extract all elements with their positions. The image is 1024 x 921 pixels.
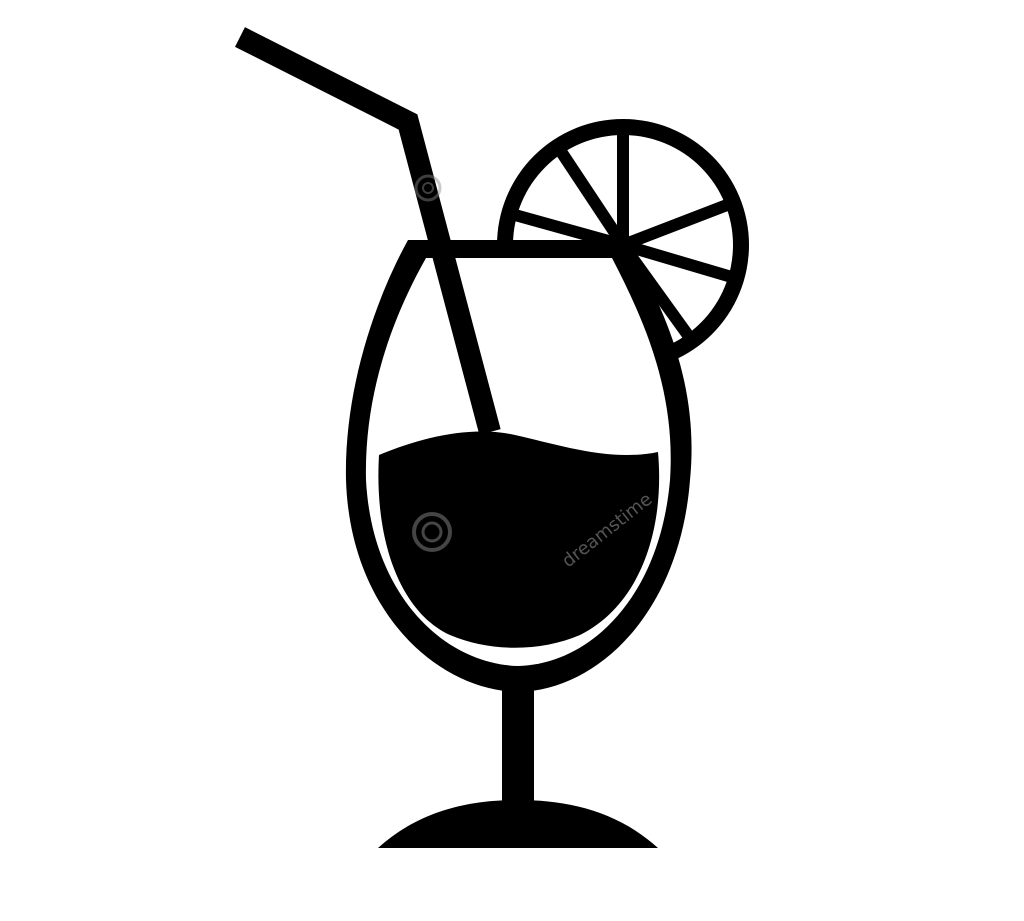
liquid-fill: [378, 431, 660, 648]
glass-stem: [502, 690, 534, 810]
glass-base: [378, 800, 658, 848]
watermark-logo-icon-small: [414, 174, 442, 202]
straw-icon: [235, 27, 501, 435]
watermark-logo-icon: [412, 512, 452, 552]
